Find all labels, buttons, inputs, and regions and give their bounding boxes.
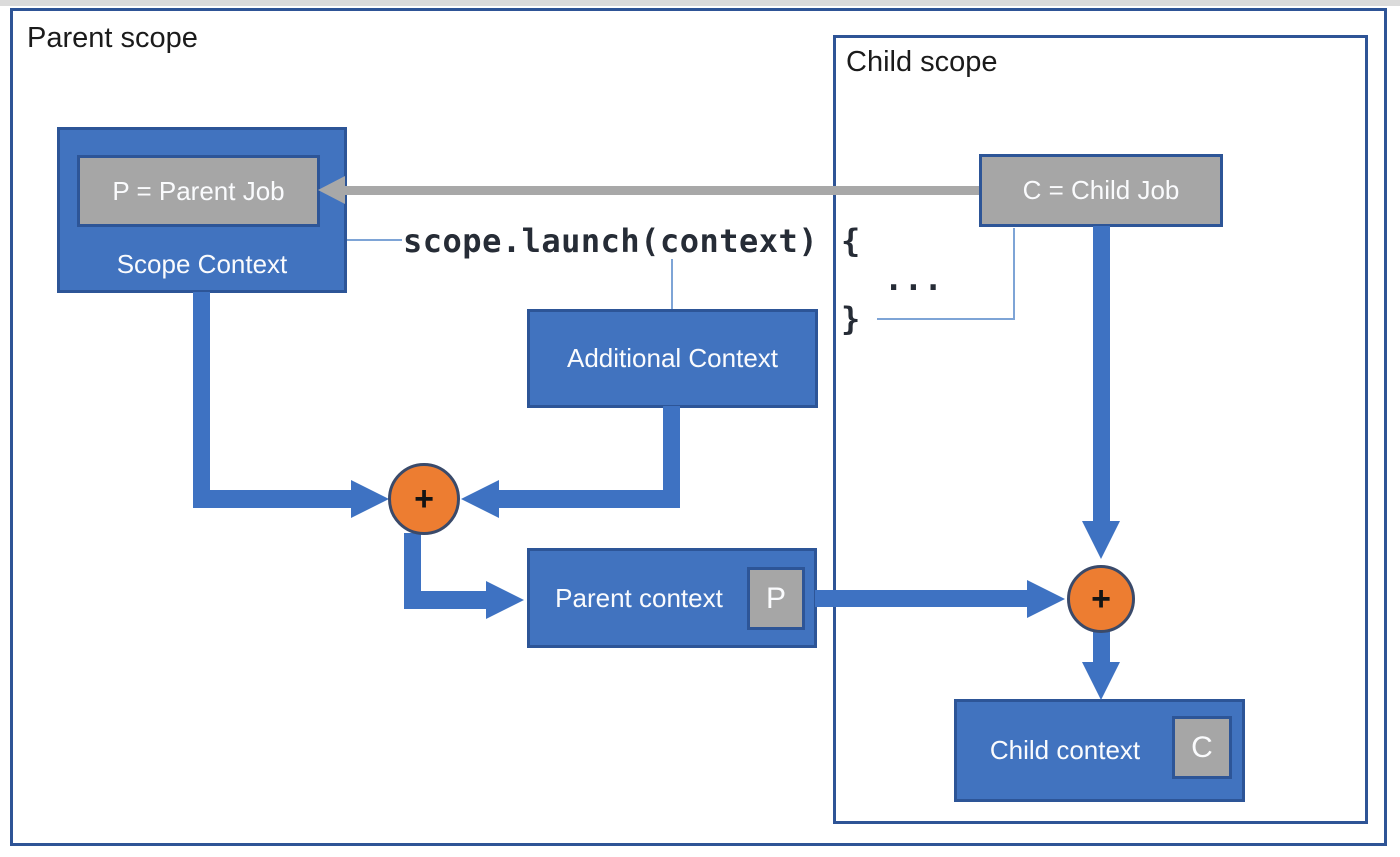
connector-brace-callout-vline	[1013, 228, 1015, 320]
child-scope-label: Child scope	[846, 46, 998, 78]
connector-scope-callout-line	[347, 239, 402, 241]
child-job-label: C = Child Job	[1022, 175, 1180, 205]
additional-context-box: Additional Context	[527, 309, 818, 408]
arrow-scopecontext-vshaft	[193, 292, 210, 508]
code-close-brace: }	[841, 300, 861, 338]
parent-job-box: P = Parent Job	[77, 155, 320, 227]
arrow-additional-hshaft	[497, 490, 680, 508]
child-context-label: Child context	[989, 735, 1141, 765]
image-bottom-edge	[0, 0, 1400, 6]
arrow-merge1-hshaft	[404, 591, 488, 609]
merge-node-child: +	[1067, 565, 1135, 633]
code-body: ...	[884, 260, 944, 298]
parent-context-label: Parent context	[555, 583, 723, 613]
arrow-merge1-vshaft	[404, 533, 421, 609]
connector-context-callout-line	[671, 259, 673, 309]
scope-context-title: Scope Context	[116, 249, 288, 279]
arrow-childjob-head	[1082, 521, 1120, 559]
arrow-childmerge-vshaft	[1093, 630, 1110, 664]
connector-brace-callout-hline	[877, 318, 1015, 320]
additional-context-label: Additional Context	[566, 343, 779, 373]
arrow-parentcontext-shaft	[815, 590, 1029, 607]
arrow-scopecontext-head	[351, 480, 389, 518]
child-scope-frame	[833, 35, 1368, 824]
arrow-additional-head	[461, 480, 499, 518]
arrow-merge1-head	[486, 581, 524, 619]
arrow-childmerge-head	[1082, 662, 1120, 700]
child-job-badge: C	[1172, 716, 1232, 779]
arrow-childjob-to-parentjob-shaft	[343, 186, 979, 195]
arrow-parentcontext-head	[1027, 580, 1065, 618]
arrow-childjob-vshaft	[1093, 226, 1110, 522]
child-job-box: C = Child Job	[979, 154, 1223, 227]
merge-node-parent: +	[388, 463, 460, 535]
parent-scope-frame	[10, 8, 1387, 846]
code-call: scope.launch(context)	[403, 222, 819, 260]
arrow-additional-vshaft	[663, 406, 680, 508]
code-open-brace: {	[841, 222, 861, 260]
parent-job-label: P = Parent Job	[112, 175, 285, 206]
plus-icon: +	[414, 479, 434, 518]
arrow-childjob-to-parentjob-head	[318, 176, 345, 204]
arrow-scopecontext-hshaft	[193, 490, 351, 508]
parent-scope-label: Parent scope	[27, 22, 198, 54]
parent-job-badge: P	[747, 567, 805, 630]
plus-icon: +	[1091, 579, 1111, 618]
